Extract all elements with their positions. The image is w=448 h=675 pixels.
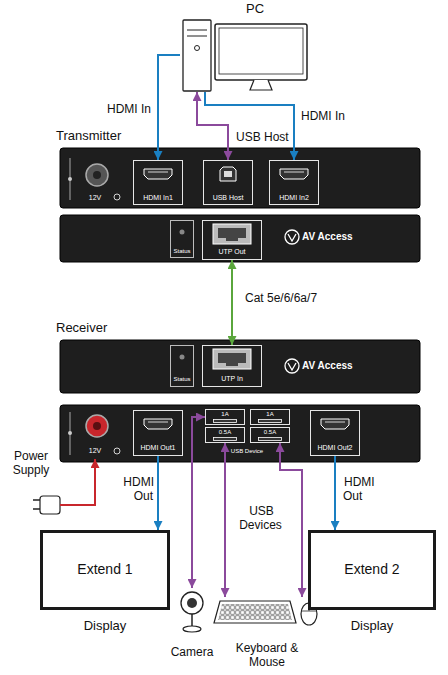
signal-label: HDMI Out: [343, 475, 375, 503]
cable-line: [66, 459, 95, 505]
power-supply: Power Supply: [6, 450, 66, 518]
status-led: Status: [170, 220, 194, 258]
cable-line: [192, 417, 205, 588]
device-caption: Display: [351, 618, 394, 633]
signal-label: HDMI Out: [122, 475, 154, 503]
port-label: 0.5A: [219, 429, 231, 435]
back-panel: 12V HDMI Out1 1A 1A 0.5A 0.5A HDMI Out2USB Dev…: [60, 405, 420, 462]
device-caption: Power Supply: [13, 449, 50, 477]
cable-line: [197, 92, 228, 160]
port-label: UTP Out: [218, 248, 245, 255]
brand-logo: AV Access: [302, 360, 353, 371]
transmitter-back: [60, 148, 420, 208]
port-label: 12V: [89, 194, 101, 201]
status-led: Status: [170, 345, 194, 387]
port-label: 0.5A: [264, 429, 276, 435]
rj45-port: UTP In: [202, 345, 262, 387]
unit-heading: Receiver: [56, 320, 107, 335]
port-label: UTP In: [221, 375, 243, 382]
power-port: 12V: [64, 409, 126, 459]
signal-label: USB Host: [235, 130, 290, 144]
signal-label: USB Devices: [239, 504, 283, 532]
pc-drawing: [183, 20, 307, 91]
port-box: HDMI In2: [269, 160, 319, 205]
usb-port: 1A: [205, 409, 245, 425]
port-label: HDMI In1: [143, 194, 173, 201]
front-panel: Status UTP Out AV Access: [60, 215, 420, 262]
back-panel: 12VHDMI In1USB HostHDMI In2Transmitter: [60, 148, 420, 208]
port-group-label: USB Device: [231, 448, 263, 454]
unit-heading: Transmitter: [56, 128, 121, 143]
signal-label: HDMI In: [300, 109, 346, 123]
power-port: 12V: [64, 152, 126, 206]
signal-label: Cat 5e/6/6a/7: [244, 291, 318, 305]
receiver-back: [60, 405, 420, 462]
port-box: HDMI Out2: [310, 410, 360, 456]
cable-line: [231, 260, 233, 345]
port-box: HDMI In1: [133, 160, 183, 205]
port-label: 1A: [221, 411, 228, 417]
cable-line: [334, 456, 336, 530]
port-label: Status: [173, 376, 190, 382]
keyboard-mouse-icon: [214, 601, 317, 625]
transmitter-front: [60, 215, 420, 262]
port-box: HDMI Out1: [133, 410, 183, 456]
port-label: HDMI Out1: [140, 444, 175, 451]
screen-label: Extend 1: [77, 561, 132, 577]
power-plug: [33, 496, 66, 514]
signal-label: HDMI In: [106, 102, 152, 116]
screen-label: Extend 2: [344, 561, 399, 577]
port-label: HDMI Out2: [317, 444, 352, 451]
receiver-front: [60, 340, 420, 393]
port-label: 12V: [89, 447, 101, 454]
camera-icon: [181, 592, 203, 632]
camera: Camera: [166, 588, 218, 668]
pc: PC: [180, 2, 310, 92]
keyboard-mouse: Keyboard & Mouse: [212, 597, 322, 673]
device-caption: Display: [84, 618, 127, 633]
device-label: PC: [246, 1, 264, 16]
port-label: 1A: [266, 411, 273, 417]
usb-port: 0.5A: [205, 427, 245, 443]
port-label: HDMI In2: [279, 194, 309, 201]
front-panel: StatusUTP InReceiverAV Access: [60, 340, 420, 393]
usb-port: 1A: [250, 409, 290, 425]
rj45-port: UTP Out: [202, 220, 262, 260]
device-caption: Keyboard & Mouse: [236, 641, 299, 669]
display: Extend 1Display: [40, 530, 170, 610]
device-caption: Camera: [171, 645, 214, 659]
display: Extend 2Display: [308, 530, 436, 610]
cable-line: [280, 443, 302, 597]
brand-logo: AV Access: [302, 231, 353, 242]
cable-line: [157, 456, 159, 530]
port-label: USB Host: [213, 194, 244, 201]
port-label: Status: [173, 248, 190, 254]
cable-line: [205, 92, 294, 160]
cable-line: [224, 443, 226, 597]
cable-line: [158, 55, 180, 160]
port-box: USB Host: [203, 160, 253, 205]
usb-port: 0.5A: [250, 427, 290, 443]
